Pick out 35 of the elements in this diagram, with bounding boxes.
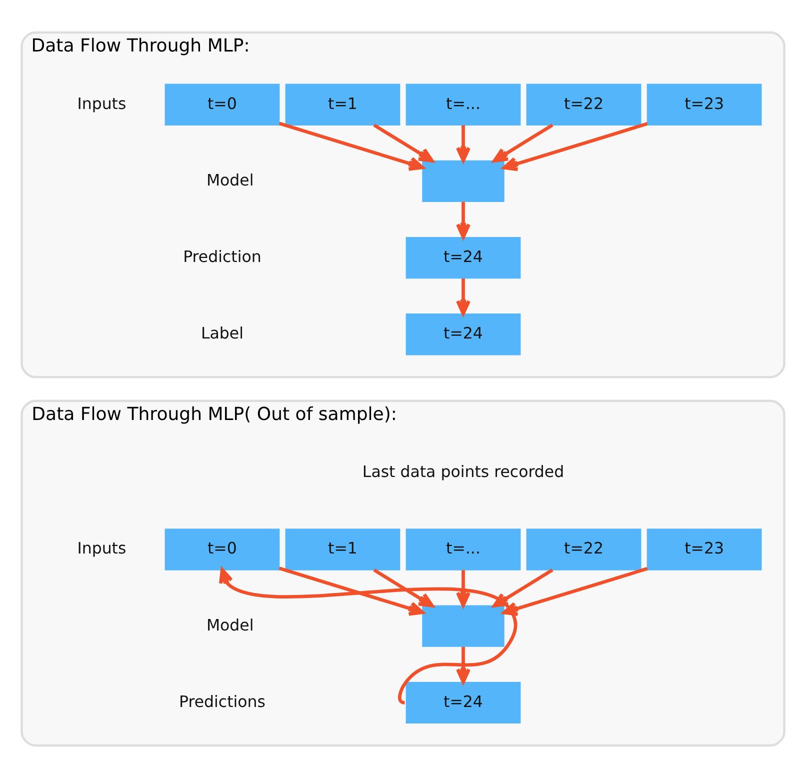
node-box: t=24 — [406, 682, 521, 724]
label: Model — [206, 615, 254, 634]
node-box: t=23 — [646, 84, 762, 126]
label: Last data points recorded — [362, 462, 564, 482]
arrow — [278, 566, 424, 616]
node-box: t=22 — [526, 84, 642, 126]
label: Inputs — [77, 538, 126, 558]
node-box: t=1 — [285, 528, 400, 570]
node-box — [422, 160, 504, 202]
arrow — [456, 202, 471, 239]
arrow — [456, 646, 471, 684]
arrow — [373, 568, 434, 608]
arrow — [456, 278, 471, 316]
node-box: t=23 — [646, 528, 762, 570]
node-box: t=... — [406, 84, 521, 126]
arrow — [278, 122, 424, 171]
label: Prediction — [183, 246, 262, 266]
node-box: t=24 — [406, 314, 521, 356]
label: Model — [206, 170, 254, 190]
node-box: t=22 — [526, 528, 642, 570]
arrow — [502, 122, 648, 172]
node-box: t=0 — [164, 84, 280, 126]
arrow — [373, 124, 434, 163]
node-box: t=0 — [164, 528, 280, 570]
arrow — [456, 570, 471, 607]
label: Inputs — [77, 94, 126, 113]
node-box: t=... — [406, 528, 521, 570]
node-box: t=1 — [285, 84, 400, 126]
node-box: t=24 — [406, 236, 521, 279]
arrow — [456, 125, 471, 162]
label: Label — [200, 324, 244, 343]
arrow — [492, 124, 554, 163]
label: Predictions — [178, 692, 266, 711]
arrow — [219, 568, 518, 704]
node-box — [422, 605, 504, 647]
